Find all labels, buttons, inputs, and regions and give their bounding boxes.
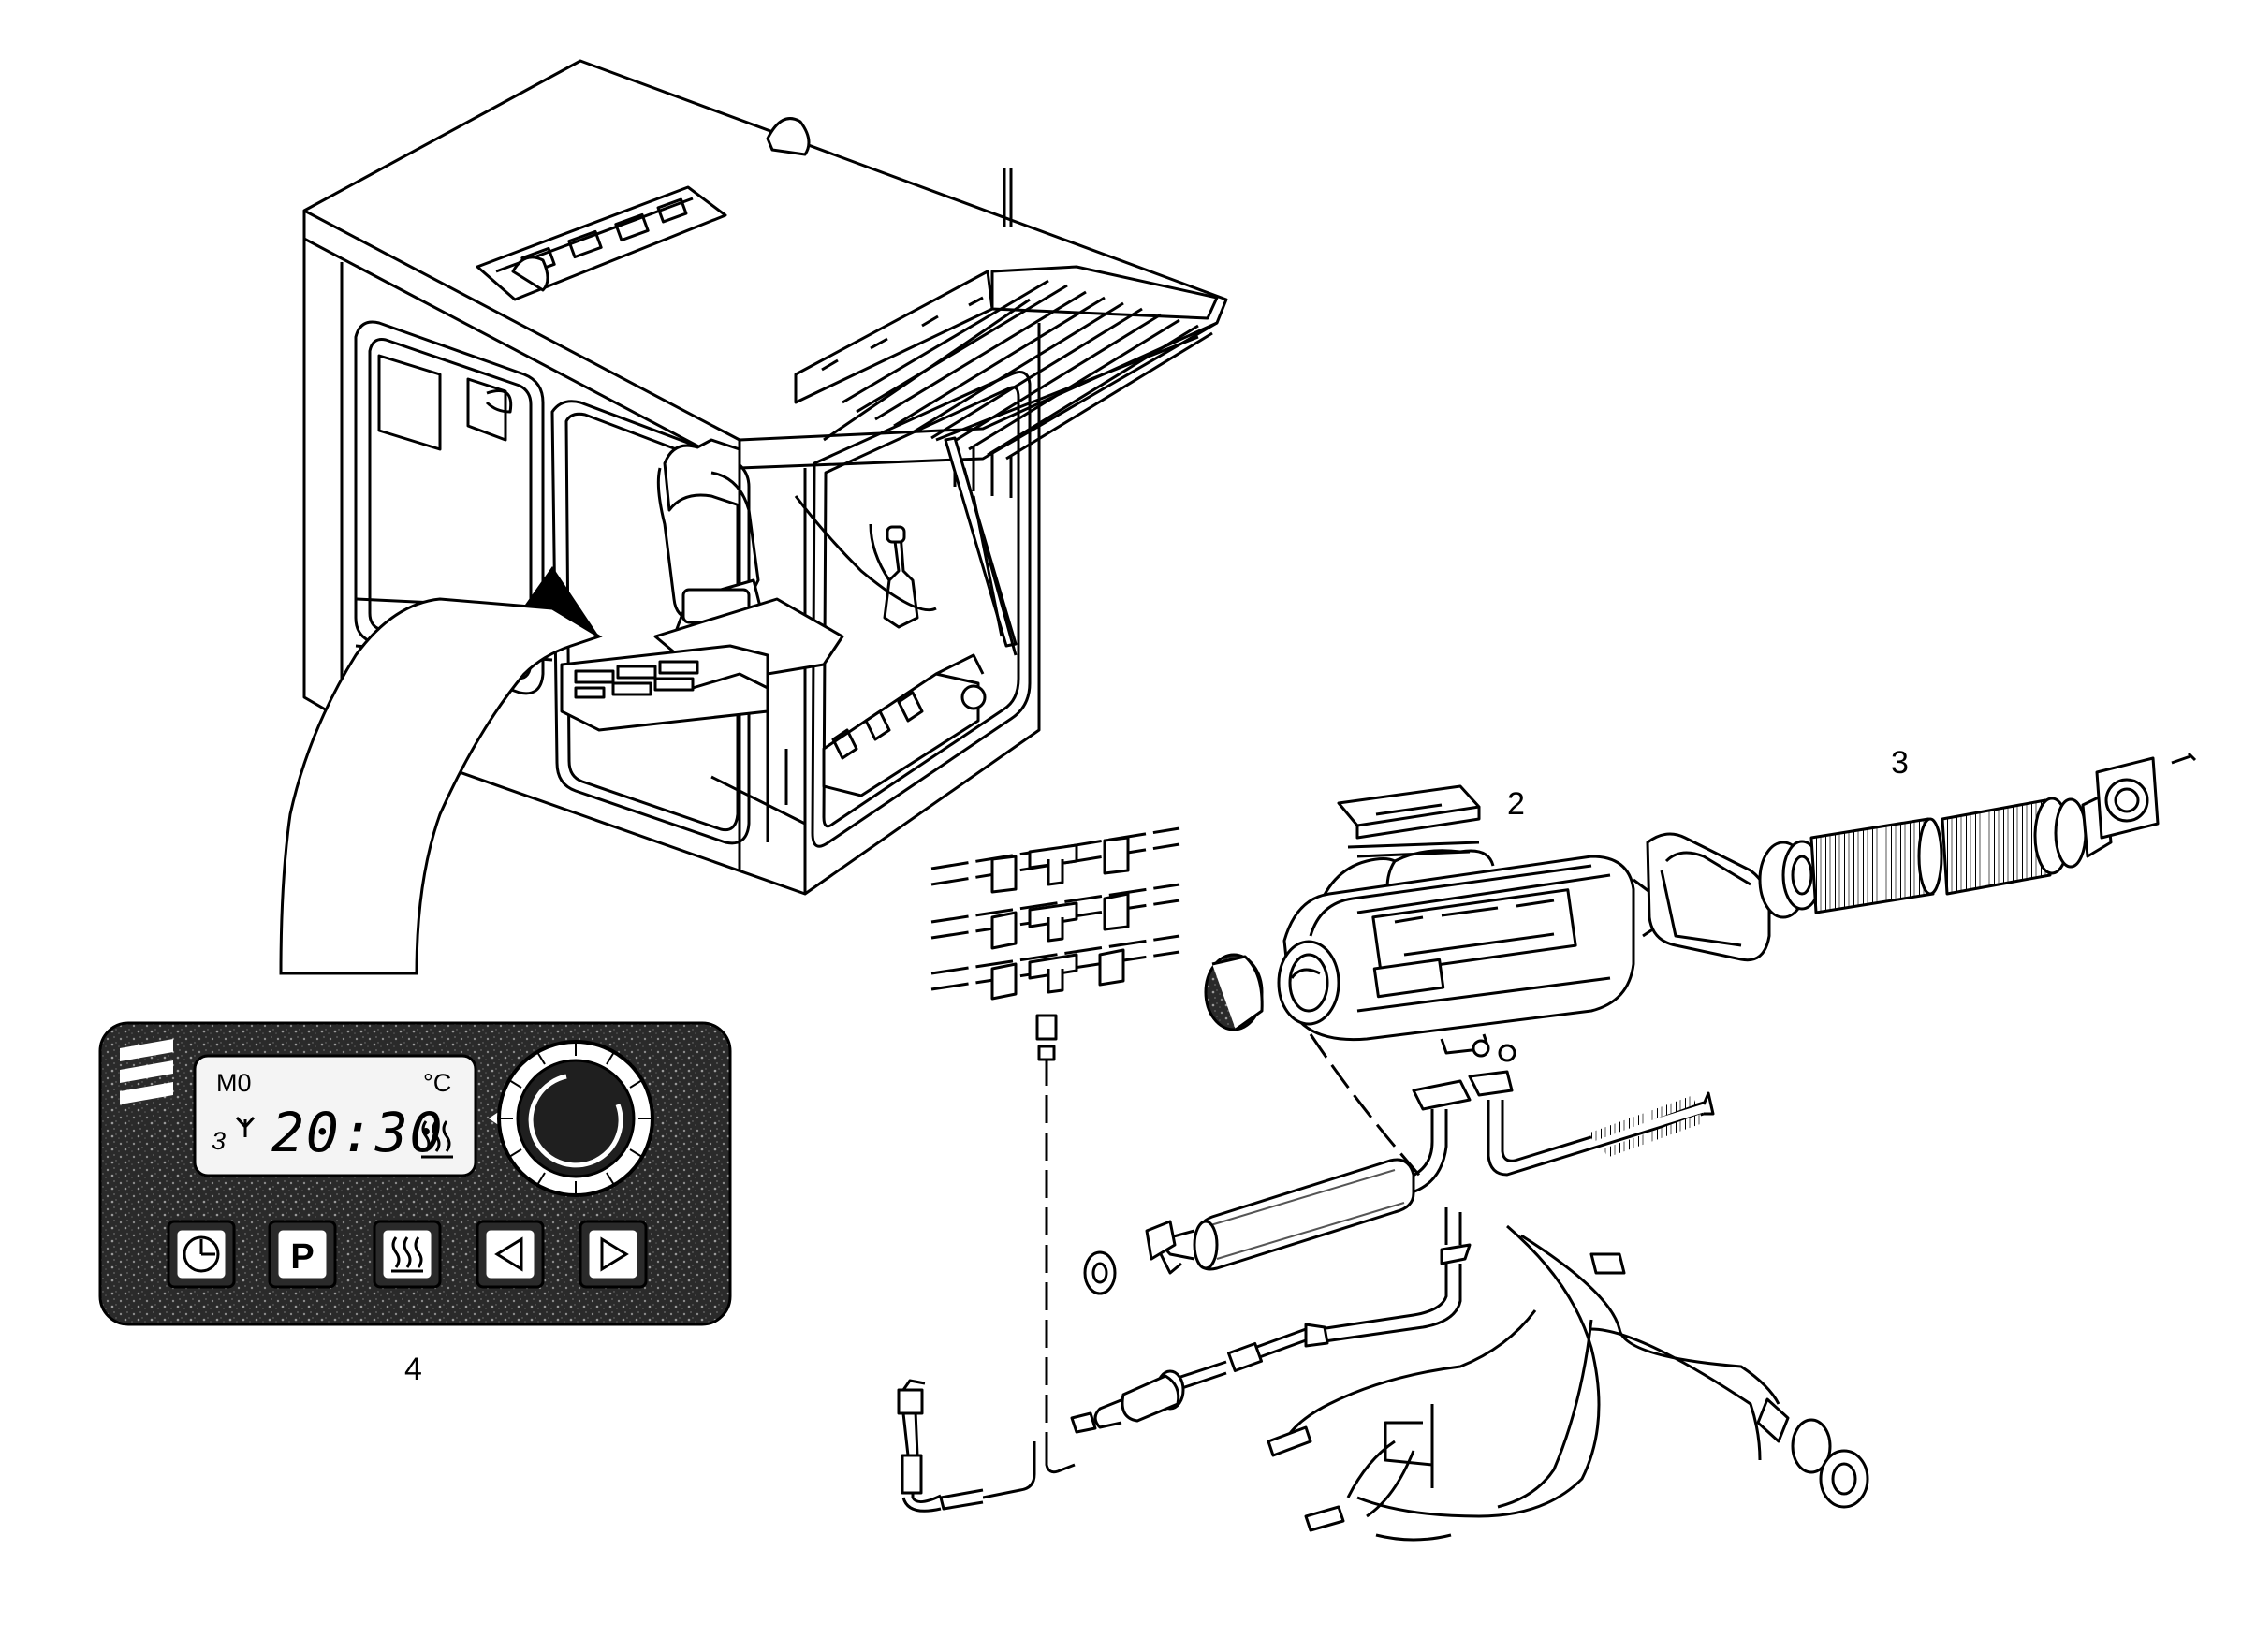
temperature-dial[interactable] (497, 1040, 654, 1197)
cab-door-frame (354, 320, 545, 695)
antenna-icon (235, 1116, 256, 1137)
exhaust-pipe (1589, 1095, 1704, 1158)
arrow-left-icon (494, 1236, 523, 1272)
fuel-tee-fittings (930, 826, 1180, 1061)
clock-icon (183, 1235, 220, 1273)
callout-air-duct: 3 (1891, 745, 1909, 781)
fuel-pump (1121, 1374, 1180, 1423)
arrow-right-icon (600, 1236, 629, 1272)
callout-heater: 2 (1507, 786, 1525, 822)
callout-control-panel: 4 (404, 1352, 422, 1387)
lcd-time-readout: 20:30 (271, 1101, 445, 1164)
operator-seat (663, 438, 741, 512)
cab-front-window (550, 400, 751, 845)
lcd-unit-label: °C (423, 1069, 452, 1097)
brand-logo-icon (120, 1039, 173, 1104)
operator-cab (302, 59, 1228, 896)
pointer-arrow (279, 566, 603, 975)
heater-unit-2 (897, 784, 1869, 1542)
cab-roof (302, 59, 1228, 442)
lcd-level-label: 3 (212, 1127, 227, 1155)
roof-guard-bars (823, 279, 1213, 461)
control-panel-4 (98, 1021, 732, 1326)
lcd-display (193, 1054, 477, 1177)
lcd-mode-label: M0 (216, 1069, 252, 1097)
flexible-duct (1809, 817, 1935, 914)
heating-icon (391, 1236, 423, 1273)
exhaust-silencer (1194, 1158, 1415, 1271)
heat-icon (421, 1120, 453, 1159)
air-duct-3 (1646, 752, 2197, 962)
